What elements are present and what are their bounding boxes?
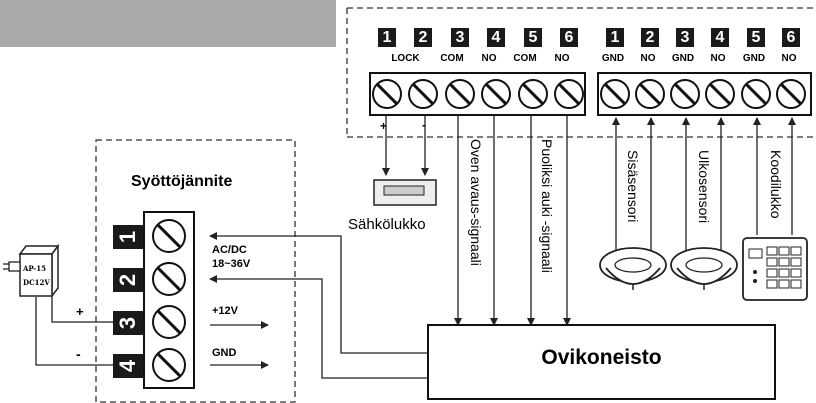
terminal-number: 1: [606, 28, 624, 47]
out-gnd-label: GND: [212, 347, 237, 359]
adapter-minus-label: -: [76, 346, 81, 362]
terminal-label: NO: [781, 53, 797, 64]
terminal-number: 6: [782, 28, 800, 47]
voltage-range-label: 18~36V: [212, 258, 251, 270]
power-title: Syöttöjännite: [131, 173, 233, 190]
terminal-label: NO: [554, 53, 570, 64]
terminal-number: 4: [711, 28, 729, 47]
terminal-number: 4: [487, 28, 505, 47]
inner-sensor-drawing: [599, 247, 667, 290]
half-open-signal-label: Puoliksi auki -signaali: [539, 139, 555, 273]
power-terminal-number: 2: [113, 268, 143, 292]
terminal-label: GND: [671, 53, 695, 64]
power-terminal-number: 4: [113, 354, 143, 378]
terminal-number: 5: [524, 28, 542, 47]
terminal-label: COM: [513, 53, 537, 64]
terminal-label: NO: [710, 53, 726, 64]
terminal-label: GND: [601, 53, 625, 64]
terminal-number: 1: [378, 28, 396, 47]
lock-plus-label: +: [380, 119, 388, 133]
terminal-label: NO: [481, 53, 497, 64]
outer-sensor-drawing: [670, 247, 738, 290]
adapter-model-label: AP-15: [23, 264, 46, 273]
ac-dc-label: AC/DC: [212, 244, 247, 256]
power-adapter-drawing: [3, 243, 60, 299]
adapter-plus-label: +: [76, 304, 84, 319]
terminal-label: GND: [742, 53, 766, 64]
power-terminal-number: 3: [113, 311, 143, 335]
operator-label: Ovikoneisto: [541, 346, 662, 369]
terminal-label: LOCK: [391, 53, 420, 64]
lock-minus-label: -: [422, 118, 426, 132]
keypad-drawing: [742, 237, 808, 301]
terminal-number: 5: [747, 28, 765, 47]
terminal-label: COM: [440, 53, 464, 64]
code-lock-label: Koodilukko: [768, 150, 784, 219]
terminal-number: 6: [560, 28, 578, 47]
outer-sensor-label: Ulkosensori: [696, 150, 712, 224]
adapter-voltage-label: DC12V: [23, 278, 50, 287]
terminal-number: 3: [451, 28, 469, 47]
door-open-signal-label: Oven avaus-signaali: [468, 139, 484, 266]
terminal-number: 2: [641, 28, 659, 47]
header-bar: [0, 0, 336, 47]
terminal-label: NO: [640, 53, 656, 64]
out-12v-label: +12V: [212, 305, 238, 317]
terminal-number: 3: [676, 28, 694, 47]
power-terminal-number: 1: [113, 225, 143, 249]
inner-sensor-label: Sisäsensori: [625, 150, 641, 223]
operator-box: [427, 324, 776, 400]
terminal-number: 2: [414, 28, 432, 47]
electric-lock-label: Sähkölukko: [348, 216, 426, 233]
